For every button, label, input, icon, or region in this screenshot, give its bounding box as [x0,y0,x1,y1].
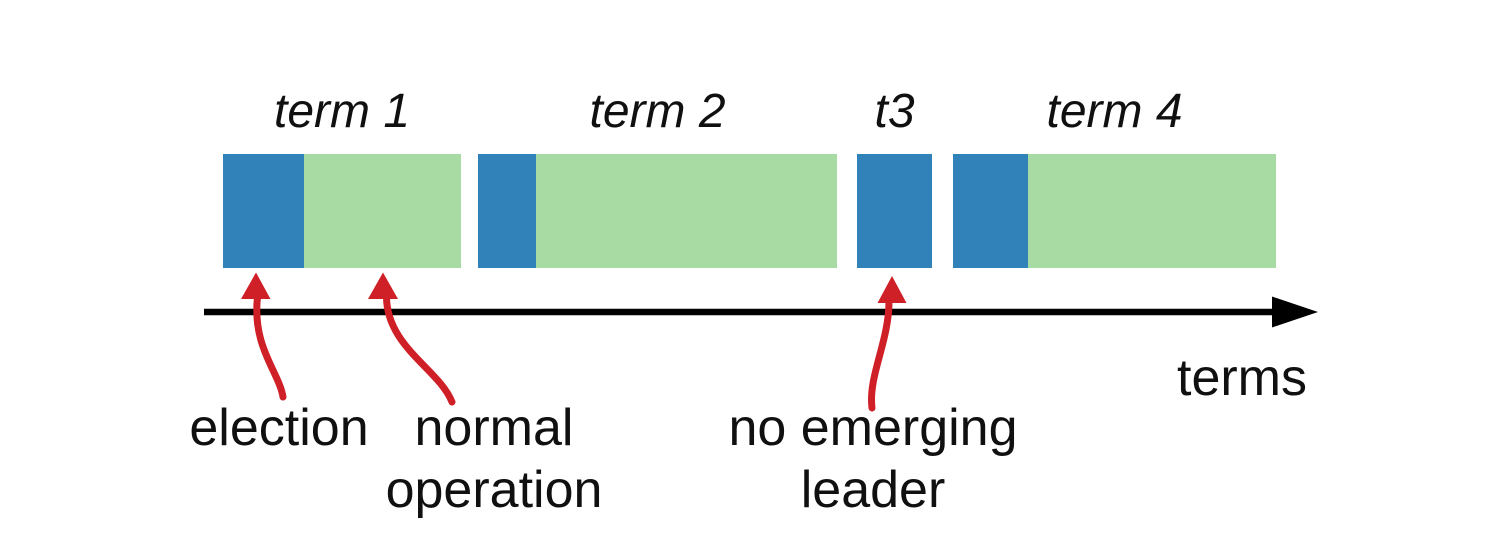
no-emerging-leader-annotation-arrow-icon [868,276,907,412]
term-4-bar [953,154,1276,268]
axis-label-terms: terms [1177,349,1307,407]
term-1-bar [223,154,461,268]
term-4-label: term 4 [1046,85,1183,138]
term-2-label: term 2 [589,85,726,138]
term-2-bar [478,154,837,268]
time-axis-arrow-icon [204,296,1318,328]
term-3-label: t3 [874,85,915,138]
election-annotation-arrow-icon [241,272,287,401]
term-3-election-segment [857,154,932,268]
term-1-normal-operation-segment [304,154,461,268]
term-3-bar [857,154,932,268]
normal-operation-annotation-label: normal operation [364,397,624,521]
term-4-normal-operation-segment [1028,154,1276,268]
term-2-election-segment [478,154,536,268]
normal-operation-line2: operation [385,461,603,519]
election-annotation-text: election [189,399,369,457]
normal-operation-line1: normal [414,399,574,457]
term-4-election-segment [953,154,1028,268]
no-emerging-leader-line1: no emerging [728,399,1018,457]
normal-operation-annotation-arrow-icon [368,272,456,406]
no-emerging-leader-annotation-label: no emerging leader [713,397,1033,521]
term-1-label: term 1 [273,85,411,138]
no-emerging-leader-line2: leader [800,461,946,519]
election-annotation-label: election [169,397,389,459]
term-1-election-segment [223,154,304,268]
term-2-normal-operation-segment [536,154,837,268]
